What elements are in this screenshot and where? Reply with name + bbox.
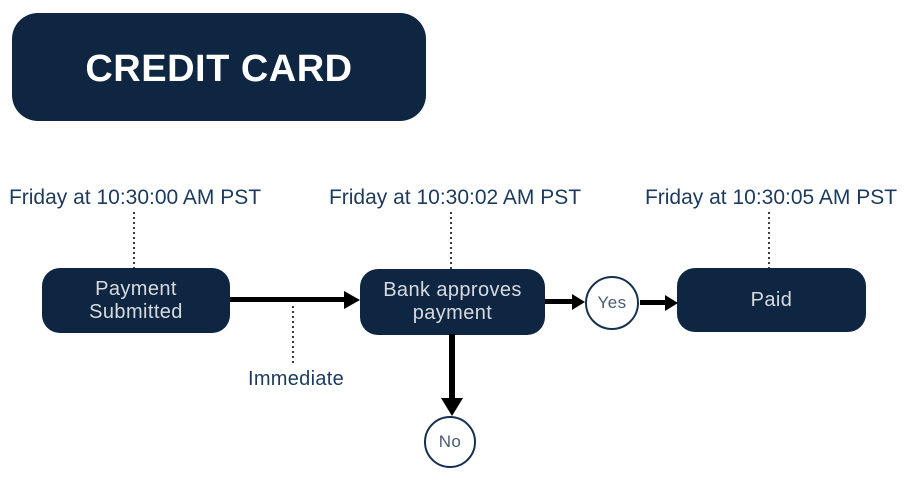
node-label-line: Submitted	[89, 300, 183, 323]
node-label-line: Payment	[95, 277, 177, 300]
banner-title: CREDIT CARD	[85, 47, 353, 90]
decision-label: No	[438, 432, 462, 451]
dotted-connector-payment-submitted	[133, 212, 135, 268]
node-label-line: Paid	[750, 288, 793, 311]
decision-no: No	[424, 416, 476, 468]
dotted-connector-immediate	[292, 306, 294, 364]
node-payment-submitted: Payment Submitted	[42, 268, 230, 333]
arrow-shaft	[230, 297, 346, 302]
timestamp-bank-approves: Friday at 10:30:02 AM PST	[328, 186, 582, 209]
arrowhead-right-icon	[665, 295, 678, 311]
edge-label-immediate: Immediate	[247, 368, 345, 390]
node-bank-approves-payment: Bank approves payment	[360, 269, 545, 335]
arrowhead-right-icon	[344, 291, 360, 309]
dotted-connector-paid	[768, 212, 770, 268]
timestamp-paid: Friday at 10:30:05 AM PST	[644, 186, 898, 209]
arrow-shaft	[640, 300, 666, 305]
node-paid: Paid	[677, 268, 866, 332]
node-label-line: payment	[412, 302, 493, 324]
decision-yes: Yes	[585, 276, 639, 330]
arrow-shaft	[545, 299, 573, 304]
node-label-line: Bank approves	[383, 279, 522, 301]
credit-card-banner: CREDIT CARD	[12, 13, 426, 121]
dotted-connector-bank-approves	[450, 212, 452, 269]
arrowhead-down-icon	[441, 398, 463, 416]
arrow-shaft	[449, 334, 455, 398]
decision-label: Yes	[597, 293, 627, 312]
arrowhead-right-icon	[572, 294, 585, 310]
timestamp-payment-submitted: Friday at 10:30:00 AM PST	[8, 186, 262, 209]
